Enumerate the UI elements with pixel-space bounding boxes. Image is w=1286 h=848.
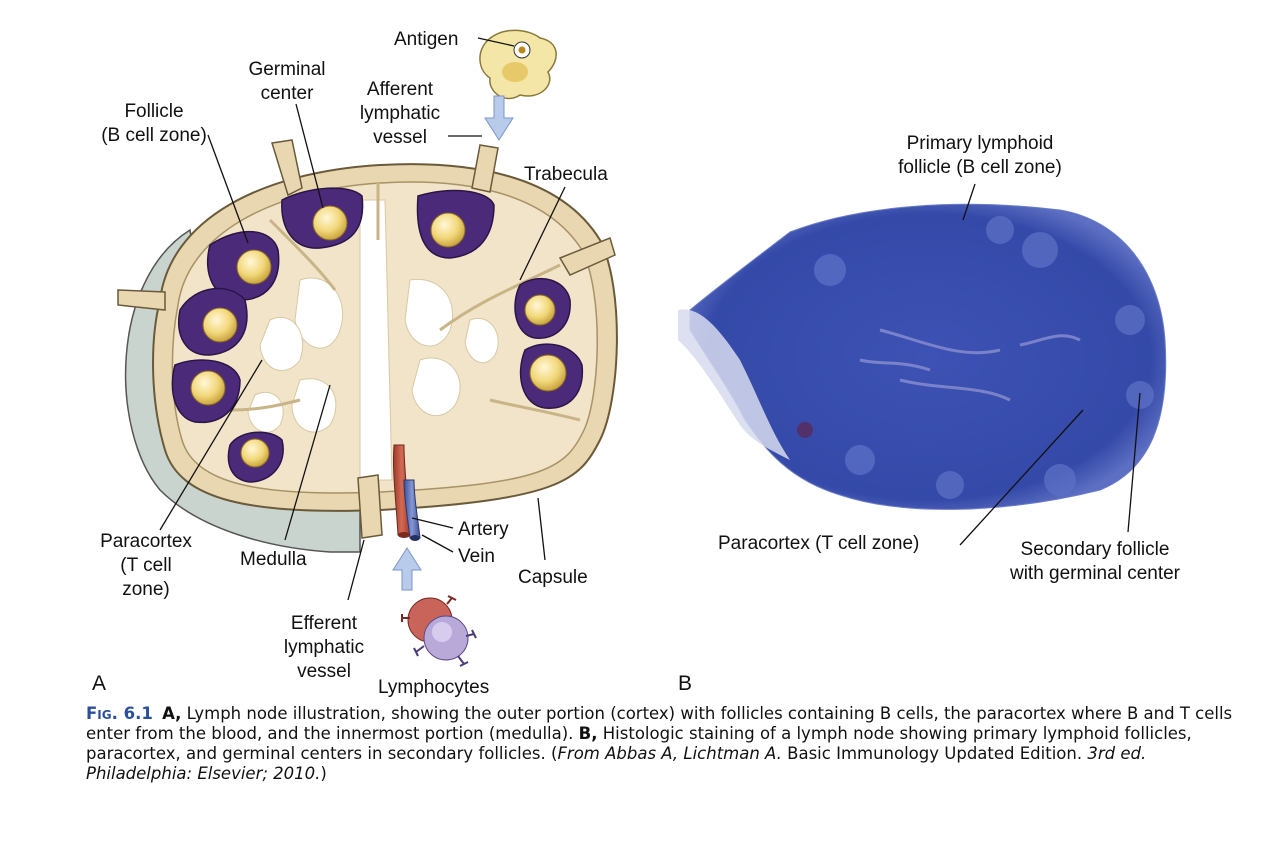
label-efferent-line1: Efferent (290, 613, 358, 634)
follicle (416, 189, 495, 259)
caption-source-edition: 3rd ed. Philadelphia: Elsevier; 2010. (86, 744, 1147, 783)
afferent-vessels (117, 139, 616, 311)
label-afferent-line2: lymphatic (359, 103, 441, 124)
lymphocytes-cluster (401, 595, 477, 667)
follicle (206, 231, 280, 301)
afferent-vessel (117, 289, 166, 311)
label-afferent-line3: vessel (373, 127, 427, 148)
caption-a-text: Lymph node illustration, showing the out… (86, 704, 1233, 743)
label-paracortex-line3: zone) (122, 579, 170, 600)
medulla-sinuses (247, 199, 499, 481)
panel-letter-a: A (92, 672, 107, 695)
afferent-vessel (558, 236, 616, 276)
label-secondary-line2: with germinal center (1009, 563, 1181, 584)
label-follicle-line2: (B cell zone) (101, 125, 207, 146)
histology-section (678, 183, 1167, 546)
label-medulla: Medulla (240, 549, 307, 570)
follicle (171, 359, 241, 424)
antigen-presenting-cell (479, 29, 557, 100)
caption-source-title: Basic Immunology Updated Edition. (781, 744, 1088, 763)
lymph-node-figure-svg (117, 29, 1167, 667)
follicle (227, 431, 284, 483)
label-paracortex-line1: Paracortex (100, 531, 192, 552)
afferent-arrow-icon (484, 95, 514, 141)
germinal-center (236, 249, 272, 285)
follicles (171, 187, 584, 483)
label-paracortex: Paracortex (T cell zone) (90, 530, 202, 602)
germinal-center (312, 205, 348, 241)
afferent-vessel (271, 139, 303, 197)
label-primary-line2: follicle (B cell zone) (898, 157, 1062, 178)
trabeculae (229, 183, 581, 422)
medullary-cords (859, 328, 1081, 402)
germinal-center (202, 307, 238, 343)
caption-a-label: A, (162, 704, 182, 723)
tissue-fringe (678, 309, 790, 460)
label-primary-line1: Primary lymphoid (906, 133, 1054, 154)
label-efferent-line3: vessel (297, 661, 351, 682)
germinal-center (240, 438, 270, 468)
follicle (519, 343, 584, 409)
label-efferent-lymphatic-vessel: Efferent lymphatic vessel (276, 612, 372, 684)
follicle (178, 287, 248, 356)
label-follicle: Follicle (B cell zone) (90, 100, 218, 148)
label-primary-lymphoid-follicle: Primary lymphoid follicle (B cell zone) (876, 132, 1084, 180)
germinal-center (190, 370, 226, 406)
efferent-vessel (357, 474, 383, 539)
stained-tissue (689, 203, 1167, 510)
follicle (281, 187, 364, 249)
figure-caption: Fig. 6.1 A, Lymph node illustration, sho… (86, 704, 1236, 784)
germinal-center (524, 294, 556, 326)
label-artery: Artery (458, 519, 509, 540)
label-antigen: Antigen (394, 29, 459, 50)
label-follicle-line1: Follicle (124, 101, 184, 122)
histology-leader-lines (959, 183, 1141, 546)
label-trabecula: Trabecula (524, 164, 608, 185)
lymph-node-illustration (117, 29, 618, 667)
label-vein: Vein (458, 546, 495, 567)
caption-source-close: ) (320, 764, 327, 783)
label-paracortex-histology: Paracortex (T cell zone) (718, 533, 920, 554)
caption-figure-label: Fig. 6.1 (86, 704, 153, 723)
label-afferent-lymphatic-vessel: Afferent lymphatic vessel (352, 78, 448, 150)
label-germinal-center-line2: center (260, 83, 314, 104)
caption-source-authors: From Abbas A, Lichtman A. (557, 744, 782, 763)
label-efferent-line2: lymphatic (283, 637, 365, 658)
label-capsule: Capsule (518, 567, 588, 588)
caption-b-label: B, (578, 724, 598, 743)
leader-lines (159, 37, 566, 601)
label-afferent-line1: Afferent (366, 79, 434, 100)
afferent-vessel (471, 144, 499, 193)
caption-b-text: Histologic staining of a lymph node show… (86, 724, 1192, 763)
label-secondary-follicle: Secondary follicle with germinal center (1000, 538, 1190, 586)
label-secondary-line1: Secondary follicle (1020, 539, 1170, 560)
germinal-center (430, 212, 466, 248)
label-germinal-center-line1: Germinal (248, 59, 326, 80)
lymphocyte-entry-arrow-icon (392, 547, 422, 591)
follicle-spots (814, 216, 1154, 499)
label-lymphocytes: Lymphocytes (378, 677, 490, 698)
figure-6-1: Antigen Germinal center Afferent lymphat… (90, 29, 1190, 698)
panel-letter-b: B (678, 672, 693, 695)
follicle (514, 277, 571, 339)
label-paracortex-line2: (T cell (120, 555, 172, 576)
label-germinal-center: Germinal center (242, 58, 332, 106)
germinal-center (529, 354, 567, 392)
